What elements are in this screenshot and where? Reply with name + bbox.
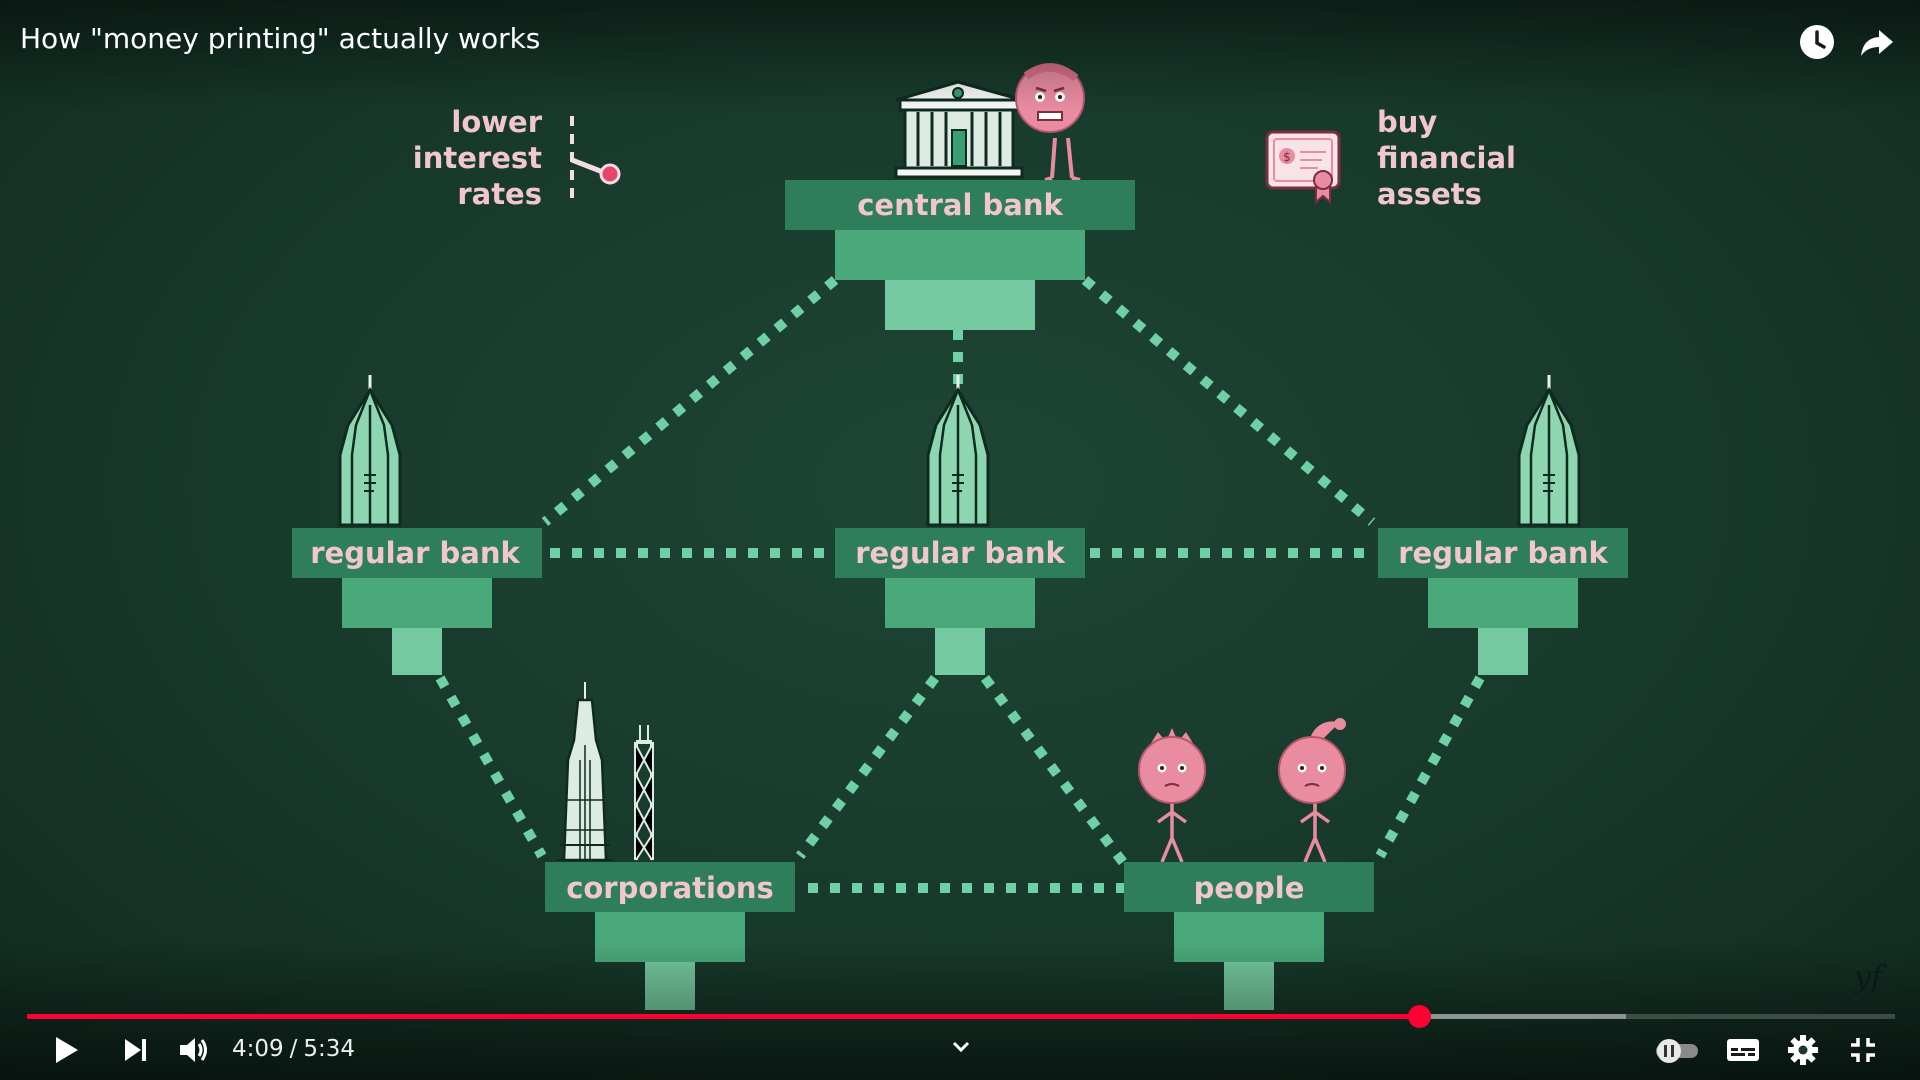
central-bank-building-icon xyxy=(894,80,1024,179)
regular-bank-label-center: regular bank xyxy=(855,536,1065,570)
volume-icon xyxy=(180,1038,207,1062)
central-bank-label: central bank xyxy=(857,188,1063,222)
subtitles-button[interactable] xyxy=(1723,1030,1763,1070)
gear-icon xyxy=(1788,1035,1818,1065)
exit-fullscreen-icon xyxy=(1851,1038,1875,1062)
skyscraper-icon xyxy=(1517,373,1581,527)
regular-bank-label-right: regular bank xyxy=(1398,536,1608,570)
bottom-overlay-gradient xyxy=(0,940,1920,1080)
central-banker-character xyxy=(1015,63,1085,182)
skyscraper-icon xyxy=(926,373,990,527)
autoplay-toggle[interactable] xyxy=(1654,1030,1700,1070)
current-time: 4:09 xyxy=(232,1036,284,1062)
note-line-rates: rates xyxy=(457,177,542,211)
people-label: people xyxy=(1194,871,1305,905)
expand-chevron-button[interactable] xyxy=(948,1034,974,1060)
watch-later-icon[interactable] xyxy=(1795,20,1839,64)
mute-button[interactable] xyxy=(174,1030,214,1070)
regular-bank-node-right: regular bank xyxy=(1378,373,1628,675)
network-connectors xyxy=(435,276,1485,893)
note-line-lower: lower xyxy=(451,105,542,139)
svg-text:$: $ xyxy=(1283,150,1291,164)
lever-knob-icon xyxy=(599,163,621,185)
top-overlay-gradient xyxy=(0,0,1920,110)
autoplay-toggle-icon xyxy=(1656,1039,1698,1063)
progress-bar[interactable] xyxy=(27,1005,1895,1028)
chevron-down-icon xyxy=(952,1041,970,1053)
note-line-buy: buy xyxy=(1377,105,1437,139)
progress-played xyxy=(27,1014,1419,1019)
note-line-interest: interest xyxy=(413,141,542,175)
next-icon xyxy=(125,1039,146,1061)
time-display: 4:09/5:34 xyxy=(232,1036,355,1062)
play-button[interactable] xyxy=(46,1030,86,1070)
channel-watermark: yf xyxy=(1854,960,1883,995)
corporate-skyline-icon xyxy=(557,682,654,862)
note-line-assets: assets xyxy=(1377,177,1482,211)
people-node: people xyxy=(1124,718,1374,1010)
corporations-label: corporations xyxy=(566,871,774,905)
person-character-left xyxy=(1138,728,1206,863)
person-character-right xyxy=(1278,718,1346,863)
certificate-icon: $ xyxy=(1265,130,1341,205)
progress-scrubber[interactable] xyxy=(1407,1005,1431,1028)
share-icon[interactable] xyxy=(1855,20,1899,64)
regular-bank-node-center: regular bank xyxy=(835,373,1085,675)
skyscraper-icon xyxy=(338,373,402,527)
subtitles-icon xyxy=(1727,1039,1759,1061)
time-separator: / xyxy=(289,1036,298,1062)
duration: 5:34 xyxy=(303,1036,356,1062)
central-bank-node: central bank xyxy=(785,180,1135,330)
regular-bank-node-left: regular bank xyxy=(292,373,542,675)
settings-button[interactable] xyxy=(1783,1030,1823,1070)
video-title[interactable]: How "money printing" actually works xyxy=(20,22,541,55)
exit-fullscreen-button[interactable] xyxy=(1843,1030,1883,1070)
note-line-financial: financial xyxy=(1377,141,1516,175)
buy-financial-assets-note: $ buy financial assets xyxy=(1265,105,1516,211)
lower-interest-rates-note: lower interest rates xyxy=(413,105,621,211)
regular-bank-label-left: regular bank xyxy=(310,536,520,570)
play-icon xyxy=(56,1037,78,1063)
next-video-button[interactable] xyxy=(116,1030,156,1070)
